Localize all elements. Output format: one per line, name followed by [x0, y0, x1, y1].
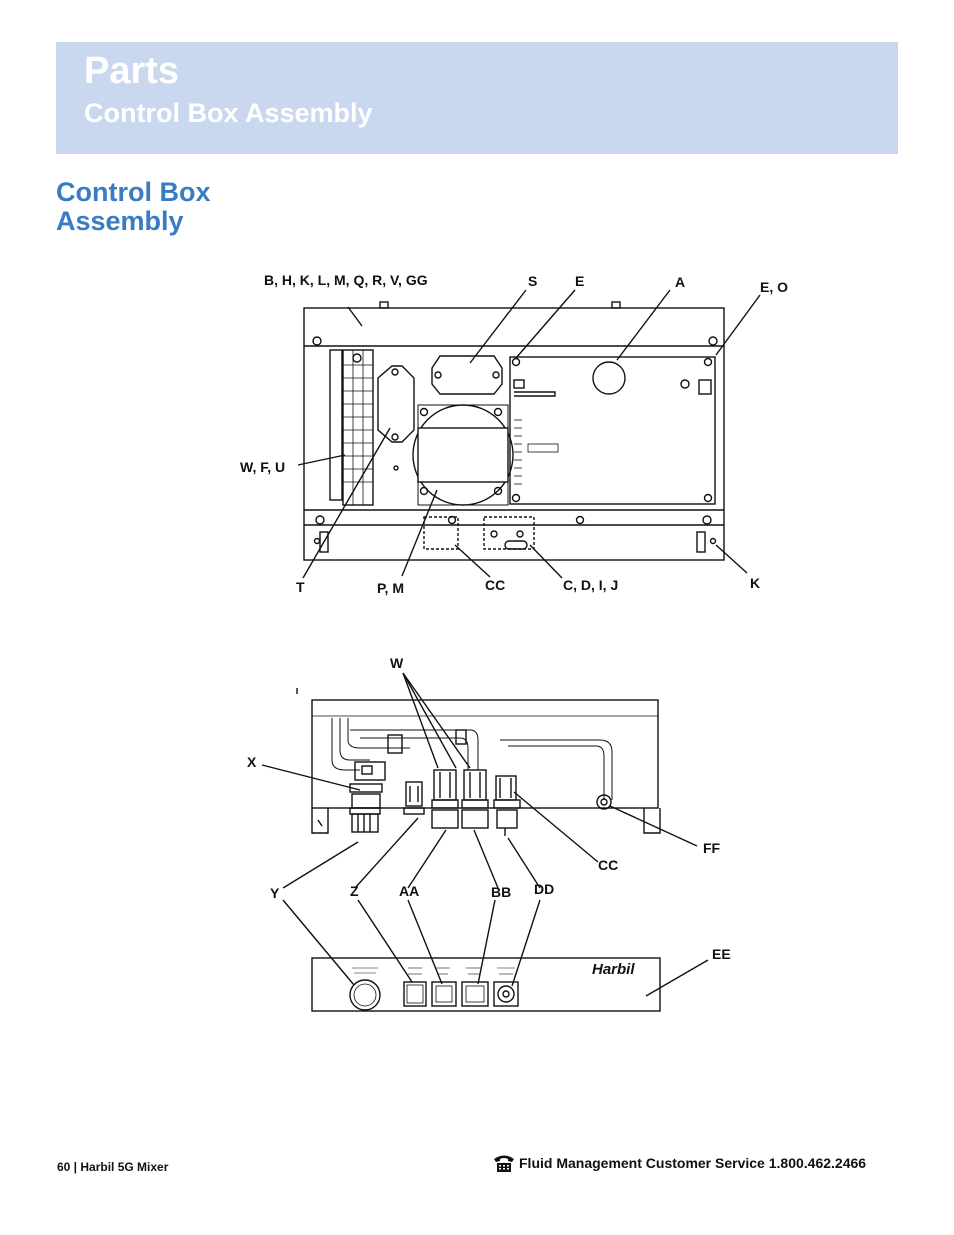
label-x: X: [247, 754, 257, 770]
page-title: Parts: [84, 50, 180, 92]
label-bhklmqrvgg: B, H, K, L, M, Q, R, V, GG: [264, 272, 428, 288]
label-y: Y: [270, 885, 280, 901]
control-box-top-view: [297, 289, 761, 579]
label-pm: P, M: [377, 580, 404, 596]
header-banner: Parts Control Box Assembly: [56, 42, 898, 154]
label-w: W: [390, 655, 404, 671]
control-box-side-view: [261, 672, 709, 1012]
footer-contact-text: Fluid Management Customer Service 1.800.…: [519, 1155, 867, 1171]
label-cc-top: CC: [485, 577, 505, 593]
label-ee: EE: [712, 946, 731, 962]
label-cdij: C, D, I, J: [563, 577, 618, 593]
label-bb: BB: [491, 884, 511, 900]
label-s: S: [528, 273, 537, 289]
footer-contact: Fluid Management Customer Service 1.800.…: [492, 1153, 866, 1173]
label-e: E: [575, 273, 584, 289]
label-cc-bottom: CC: [598, 857, 618, 873]
page-subtitle: Control Box Assembly: [84, 98, 373, 128]
label-dd: DD: [534, 881, 554, 897]
label-a: A: [675, 274, 685, 290]
label-z: Z: [350, 883, 359, 899]
telephone-icon: [494, 1155, 514, 1172]
label-k: K: [750, 575, 760, 591]
label-wfu: W, F, U: [240, 459, 285, 475]
label-eo: E, O: [760, 279, 788, 295]
label-aa: AA: [399, 883, 419, 899]
panel-logo: Harbil: [592, 961, 635, 978]
footer-page-info: 60 | Harbil 5G Mixer: [57, 1160, 169, 1174]
section-title: Control Box Assembly: [56, 177, 211, 236]
label-ff: FF: [703, 840, 721, 856]
label-t: T: [296, 579, 305, 595]
